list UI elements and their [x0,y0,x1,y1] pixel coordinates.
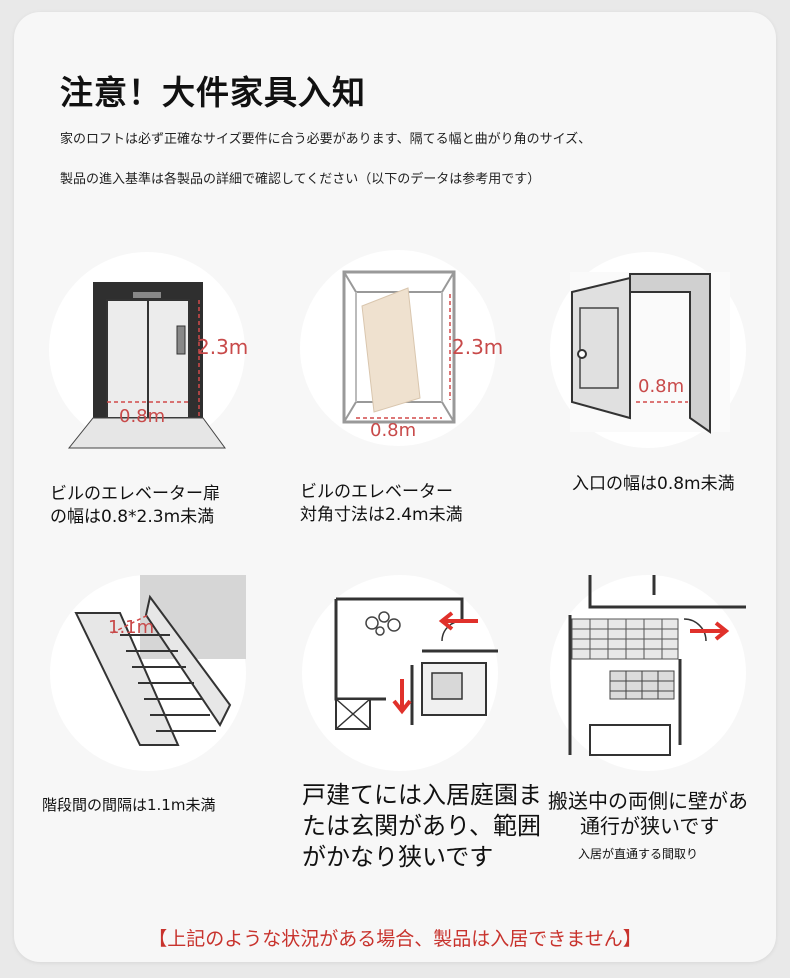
description-line-2: 製品の進入基準は各製品の詳細で確認してください（以下のデータは参考用です） [60,172,541,187]
height-label: 2.3m [197,335,248,359]
caption-entrance-width: 入口の幅は0.8m未満 [572,474,735,494]
warning-footer: 【上記のような状況がある場合、製品は入居できません】 [148,928,642,950]
caption-corridor: 搬送中の両側に壁があ 通行が狭いです 入居が直通する間取り [548,789,748,861]
elevator-door-icon: 2.3m 0.8m [49,252,248,449]
width-label: 0.8m [370,420,416,441]
caption-elevator-cabin: ビルのエレベーター 対角寸法は2.4m未満 [300,482,463,525]
info-card [14,12,776,962]
description-line-1: 家のロフトは必ず正確なサイズ要件に合う必要があります、隔てる幅と曲がり角のサイズ… [60,132,592,147]
entrance-door-icon: 0.8m [550,252,746,448]
elevator-cabin-icon: 2.3m 0.8m [300,250,503,446]
page-title: 注意！大件家具入知 [60,73,366,112]
corridor-plan-icon [550,575,746,771]
staircase-icon: 1.1m [50,575,246,771]
caption-staircase: 階段間の間隔は1.1m未満 [42,796,216,814]
width-label: 1.1m [108,617,154,638]
height-label: 2.3m [452,335,503,359]
width-label: 0.8m [119,406,165,427]
width-label: 0.8m [638,376,684,397]
caption-elevator-door: ビルのエレベーター扉 の幅は0.8*2.3m未満 [50,484,220,527]
floor-plan-icon [302,575,498,771]
caption-floor-plan: 戸建てには入居庭園ま たは玄関があり、範囲 がかなり狭いです [302,781,542,871]
